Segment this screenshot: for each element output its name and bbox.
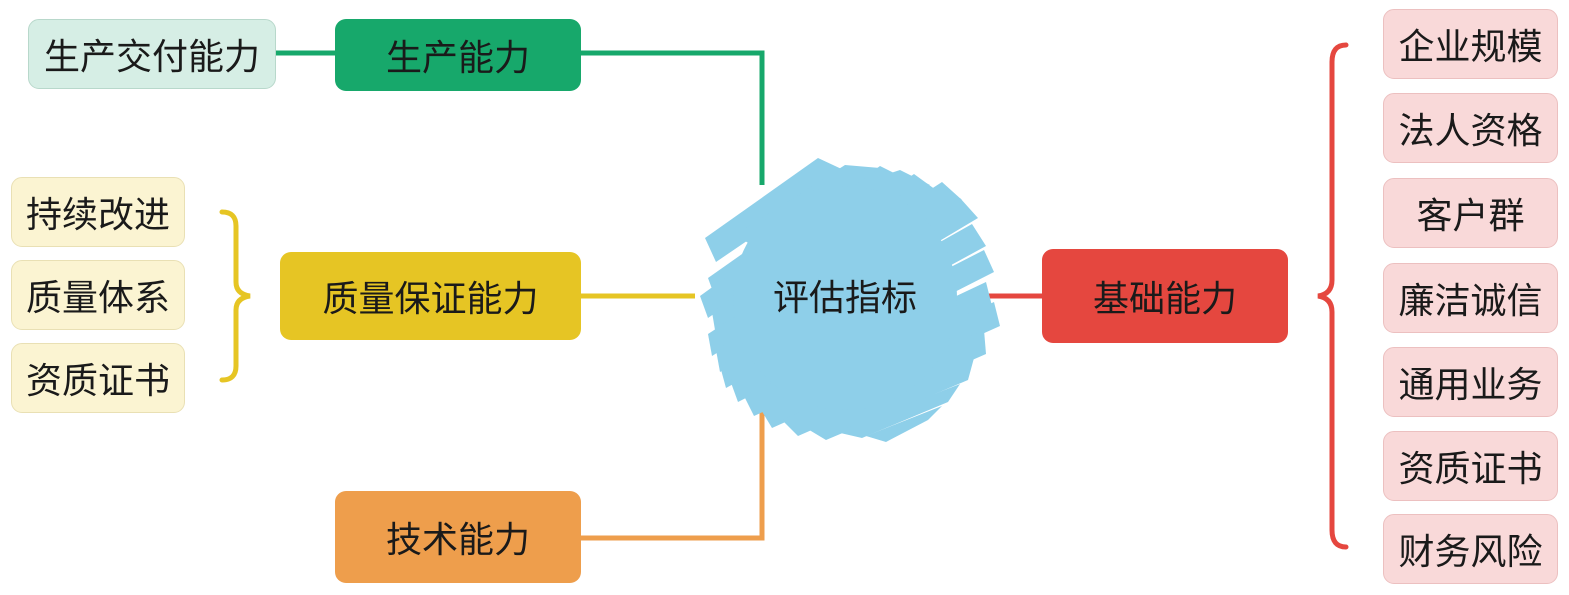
connector-production-center	[580, 50, 765, 185]
leaf-quality-system[interactable]: 质量体系	[11, 260, 185, 330]
branch-production[interactable]: 生产能力	[335, 19, 581, 91]
branch-basic[interactable]: 基础能力	[1042, 249, 1288, 343]
leaf-basic-customer-base[interactable]: 客户群	[1383, 178, 1558, 248]
brace-basic	[1317, 42, 1349, 550]
leaf-basic-financial-risk[interactable]: 财务风险	[1383, 514, 1558, 584]
center-scribble-shape	[700, 158, 1000, 442]
leaf-basic-company-scale[interactable]: 企业规模	[1383, 9, 1558, 79]
brace-quality	[219, 209, 251, 383]
leaf-basic-certificate[interactable]: 资质证书	[1383, 431, 1558, 501]
leaf-quality-continuous-improvement[interactable]: 持续改进	[11, 177, 185, 247]
leaf-basic-general-business[interactable]: 通用业务	[1383, 347, 1558, 417]
center-node-label: 评估指标	[772, 278, 917, 319]
branch-quality[interactable]: 质量保证能力	[280, 252, 581, 340]
leaf-basic-integrity[interactable]: 廉洁诚信	[1383, 263, 1558, 333]
leaf-basic-legal-qualification[interactable]: 法人资格	[1383, 93, 1558, 163]
leaf-quality-certificate[interactable]: 资质证书	[11, 343, 185, 413]
leaf-production-delivery[interactable]: 生产交付能力	[28, 19, 276, 89]
branch-technology[interactable]: 技术能力	[335, 491, 581, 583]
connector-technology-center	[580, 405, 765, 541]
